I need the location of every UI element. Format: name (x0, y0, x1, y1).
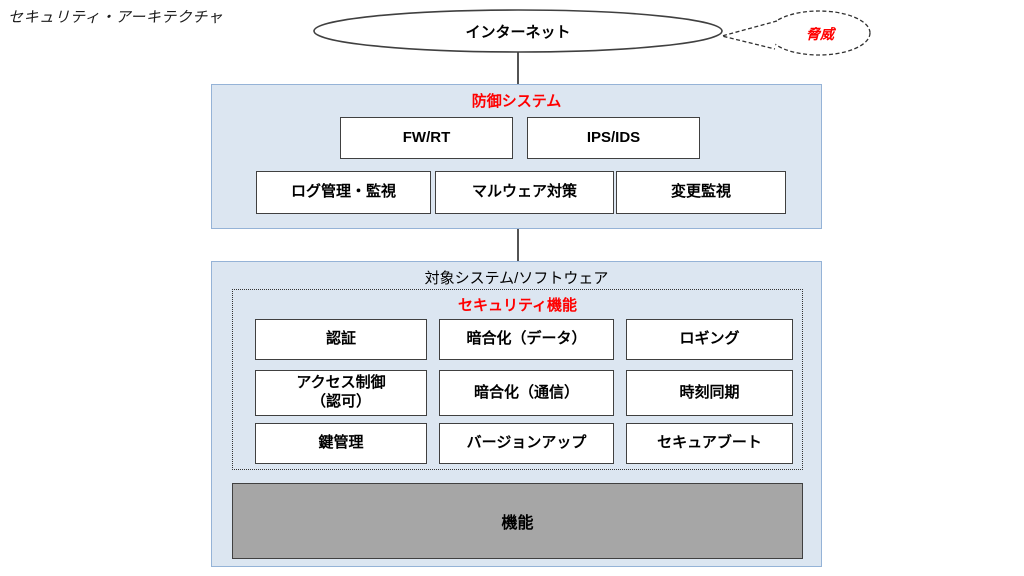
security-functions-group: セキュリティ機能 認証 暗合化（データ） ロギング アクセス制御 （認可） 暗合… (232, 289, 803, 470)
page-title: セキュリティ・アーキテクチャ (8, 9, 224, 26)
threat-label: 脅威 (806, 26, 834, 42)
box-encryption-data: 暗合化（データ） (439, 319, 614, 360)
box-secure-boot: セキュアブート (626, 423, 793, 464)
box-change-monitoring: 変更監視 (616, 171, 786, 214)
box-malware-countermeasures: マルウェア対策 (435, 171, 614, 214)
threat-callout-tail (719, 20, 778, 50)
defense-system-panel: 防御システム FW/RT IPS/IDS ログ管理・監視 マルウェア対策 変更監… (211, 84, 822, 229)
box-ips-ids: IPS/IDS (527, 117, 700, 159)
box-version-up: バージョンアップ (439, 423, 614, 464)
box-fw-rt: FW/RT (340, 117, 513, 159)
defense-system-title: 防御システム (471, 93, 562, 110)
box-logging: ロギング (626, 319, 793, 360)
box-access-control-authorization: アクセス制御 （認可） (255, 370, 427, 416)
box-time-synchronization: 時刻同期 (626, 370, 793, 416)
function-bar: 機能 (232, 483, 803, 559)
internet-label: インターネット (465, 24, 571, 41)
security-functions-title: セキュリティ機能 (457, 297, 578, 314)
box-authentication: 認証 (255, 319, 427, 360)
box-encryption-communication: 暗合化（通信） (439, 370, 614, 416)
target-system-panel: 対象システム/ソフトウェア セキュリティ機能 認証 暗合化（データ） ロギング … (211, 261, 822, 567)
box-log-management-monitoring: ログ管理・監視 (256, 171, 431, 214)
box-key-management: 鍵管理 (255, 423, 427, 464)
target-system-title: 対象システム/ソフトウェア (424, 270, 609, 287)
